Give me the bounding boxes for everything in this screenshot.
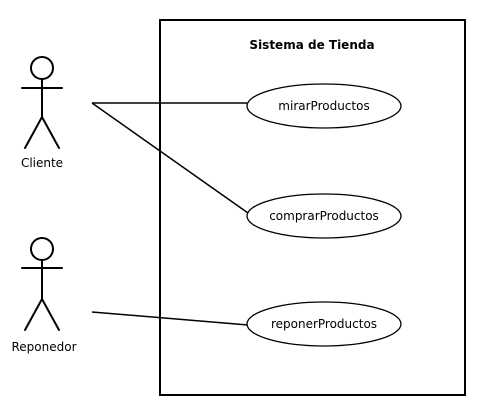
- use-case-mirar-productos[interactable]: mirarProductos: [246, 83, 402, 129]
- use-case-ellipse: [246, 83, 402, 129]
- stick-figure-icon: [21, 237, 63, 331]
- use-case-label: reponerProductos: [271, 317, 377, 331]
- actor-cliente[interactable]: Cliente: [21, 56, 63, 170]
- actor-label: Cliente: [21, 156, 63, 170]
- actor-reponedor[interactable]: Reponedor: [11, 237, 77, 354]
- associations: [91, 102, 249, 326]
- association-cliente-comprar[interactable]: [91, 102, 249, 214]
- stick-figure-icon: [21, 56, 63, 149]
- use-case-comprar-productos[interactable]: comprarProductos: [246, 193, 402, 239]
- actor-label: Reponedor: [11, 340, 76, 354]
- use-case-label: mirarProductos: [278, 99, 369, 113]
- association-reponedor-reponer[interactable]: [91, 311, 249, 326]
- use-case-ellipse: [246, 301, 402, 347]
- use-case-ellipse: [246, 193, 402, 239]
- system-title: Sistema de Tienda: [249, 38, 374, 52]
- use-case-reponer-productos[interactable]: reponerProductos: [246, 301, 402, 347]
- use-case-label: comprarProductos: [269, 209, 379, 223]
